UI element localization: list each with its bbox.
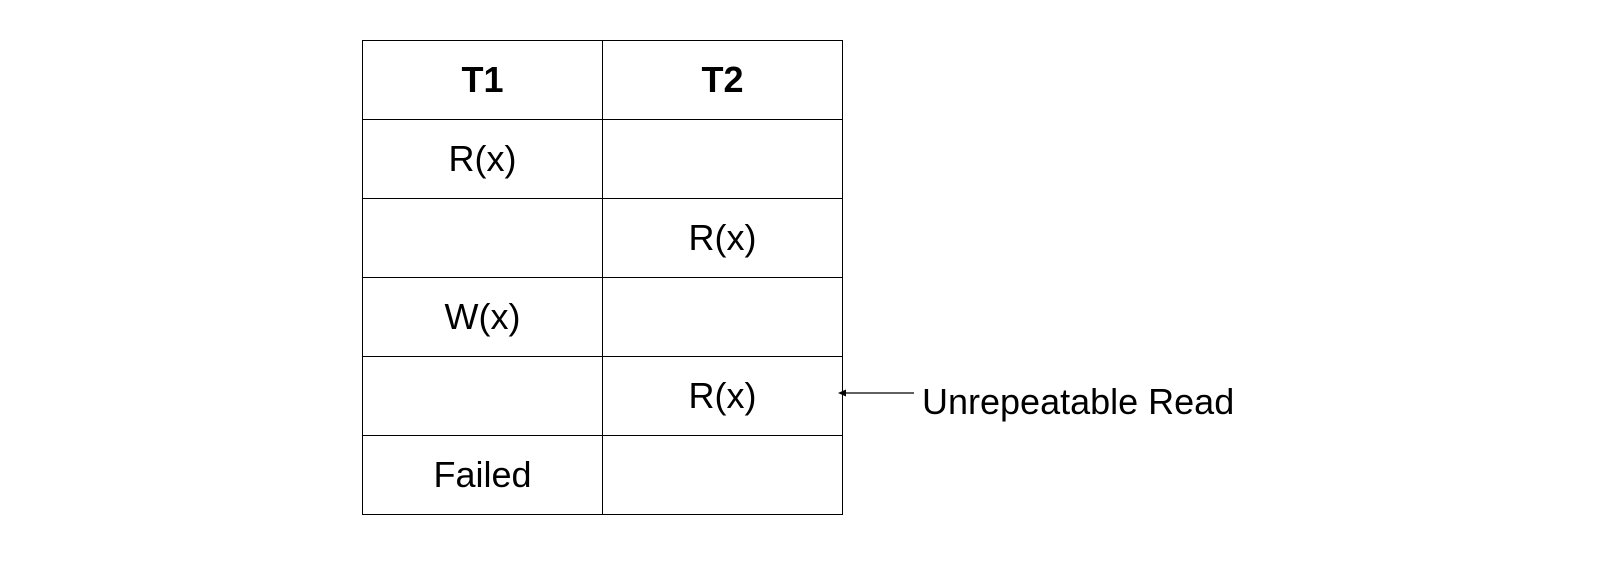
table-cell-t1: Failed (362, 435, 603, 515)
table-row: R(x) (362, 356, 843, 436)
table-cell-t2: R(x) (602, 356, 843, 436)
table-cell-t1 (362, 198, 603, 278)
table-row: W(x) (362, 277, 843, 357)
transaction-schedule-table: T1 T2 R(x) R(x) W(x) R(x) Failed (362, 40, 843, 515)
table-row: Failed (362, 435, 843, 515)
column-header-t1: T1 (362, 40, 603, 120)
column-header-t2: T2 (602, 40, 843, 120)
table-cell-t2 (602, 435, 843, 515)
table-row: R(x) (362, 198, 843, 278)
annotation-arrow-head (838, 389, 846, 397)
header-row: T1 T2 (362, 40, 843, 120)
table-cell-t2 (602, 119, 843, 199)
table-cell-t1 (362, 356, 603, 436)
annotation-arrow-icon (838, 389, 914, 397)
annotation-label: Unrepeatable Read (922, 381, 1235, 422)
table-row: R(x) (362, 119, 843, 199)
table-cell-t2 (602, 277, 843, 357)
table-cell-t2: R(x) (602, 198, 843, 278)
table-cell-t1: R(x) (362, 119, 603, 199)
table-cell-t1: W(x) (362, 277, 603, 357)
